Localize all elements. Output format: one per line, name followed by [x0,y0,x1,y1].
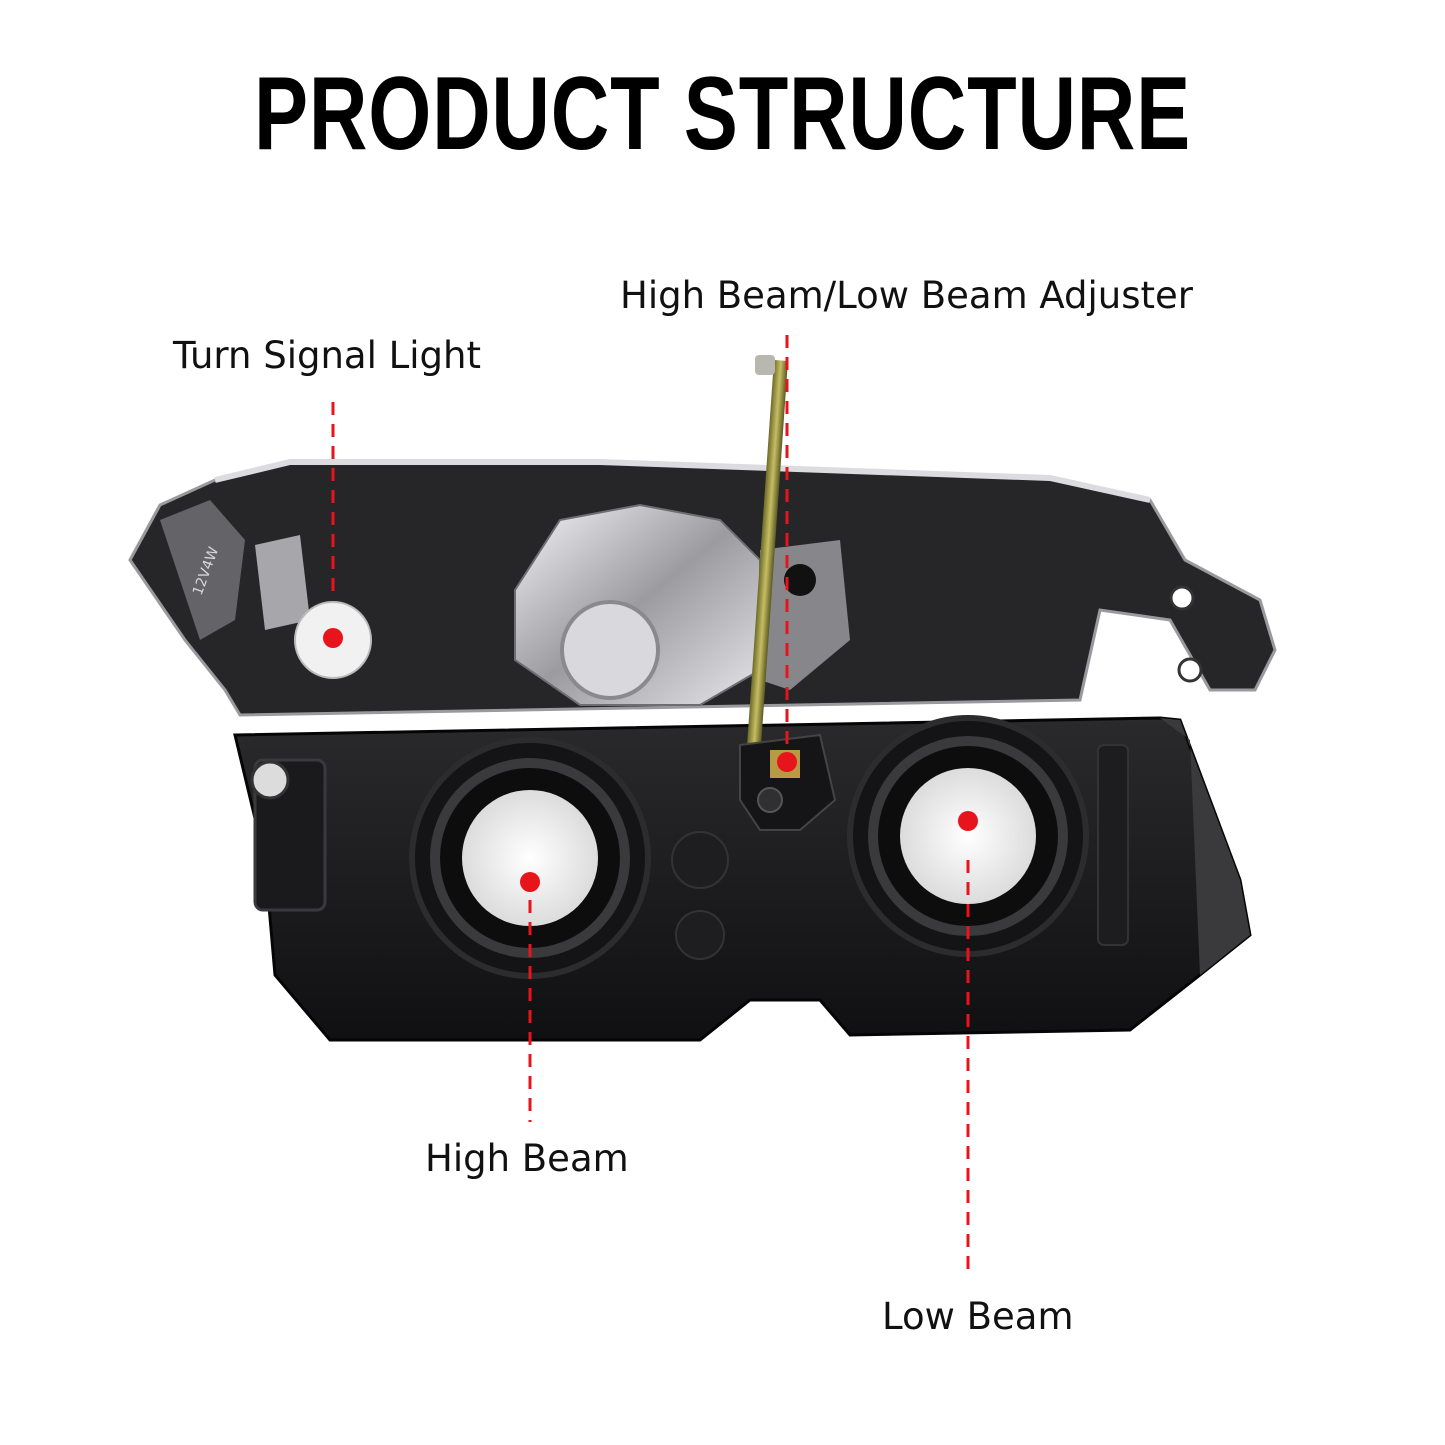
mount-hole-bottom [1177,657,1203,683]
right-connector-tab [1097,744,1129,946]
turn-signal-label: Turn Signal Light [173,334,481,377]
housing-bump [671,831,729,889]
adjuster-screw [757,787,783,813]
page-title: PRODUCT STRUCTURE [253,56,1192,172]
reflector-hole [784,564,816,596]
reflector-cap [560,600,660,700]
high-beam-bulb-cap [462,790,598,926]
left-mount-hole [250,760,290,800]
adjuster-marker [777,752,797,772]
turn-signal-socket [255,535,310,630]
housing-side-panel [1160,718,1250,975]
adjuster-rod-tip [755,355,775,375]
turn-signal-marker [323,628,343,648]
adjuster-rod [746,359,788,761]
low-beam-marker [958,811,978,831]
high-beam-marker [520,872,540,892]
lens-reflection [160,500,245,640]
low-beam-bulb-cap [900,768,1036,904]
low-beam-label: Low Beam [882,1295,1074,1338]
reflector-side [760,540,850,690]
lens-top-rim [214,459,1151,503]
high-beam-label: High Beam [425,1137,629,1180]
mount-hole-top [1169,585,1195,611]
adjuster-label: High Beam/Low Beam Adjuster [620,274,1194,317]
housing-bump [675,910,725,960]
